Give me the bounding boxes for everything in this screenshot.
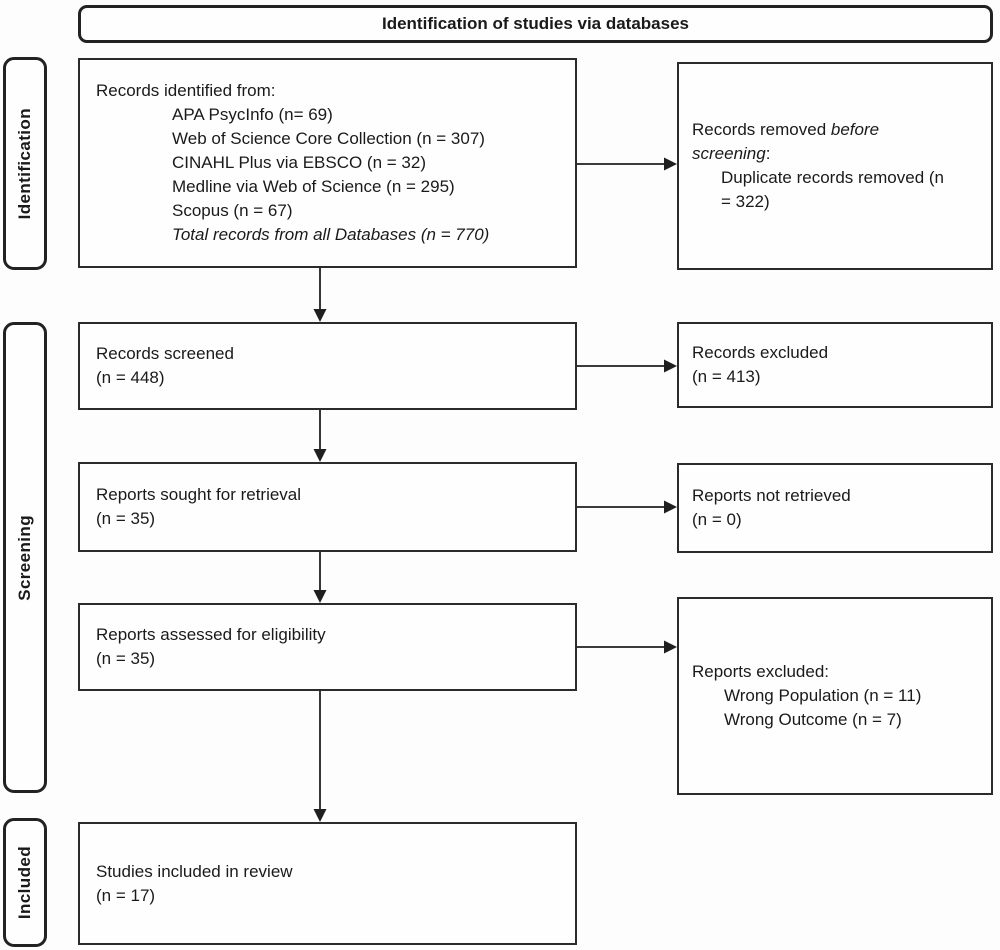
arrowhead-identified-to-removed: [664, 157, 677, 171]
diagram-header: Identification of studies via databases: [78, 5, 993, 43]
reports-excluded-heading: Reports excluded:: [692, 662, 830, 681]
database-item: Medline via Web of Science (n = 295): [172, 177, 455, 196]
reports-assessed-count: (n = 35): [96, 649, 156, 668]
reports-not-retrieved-label: Reports not retrieved: [692, 486, 851, 505]
studies-included-label: Studies included in review: [96, 861, 293, 881]
box-records-screened: Records screened (n = 448): [78, 322, 577, 410]
arrowhead-sought-to-notretrieved: [664, 500, 677, 514]
database-item: Web of Science Core Collection (n = 307): [172, 129, 485, 148]
box-reports-assessed: Reports assessed for eligibility (n = 35…: [78, 603, 577, 691]
arrowhead-identified-to-screened: [313, 309, 327, 322]
records-removed-italic-text: before screening: [692, 120, 880, 163]
stage-label-screening: Screening: [3, 322, 47, 793]
records-excluded-count: (n = 413): [692, 367, 761, 386]
exclusion-reason-item: Wrong Outcome (n = 7): [724, 710, 902, 729]
arrowhead-assessed-to-reportsexcluded: [664, 640, 677, 654]
studies-included-count: (n = 17): [96, 885, 156, 905]
database-item: APA PsycInfo (n= 69): [172, 105, 333, 124]
records-screened-label: Records screened: [96, 344, 234, 363]
database-item: Scopus (n = 67): [172, 201, 293, 220]
arrowhead-screened-to-sought: [313, 449, 327, 462]
records-excluded-label: Records excluded: [692, 343, 829, 362]
database-item: CINAHL Plus via EBSCO (n = 32): [172, 153, 426, 172]
records-screened-count: (n = 448): [96, 368, 165, 387]
duplicate-records-item: Duplicate records removed (n = 322): [721, 168, 944, 211]
box-records-identified: Records identified from: APA PsycInfo (n…: [78, 58, 577, 268]
box-records-removed: Records removed before screening: Duplic…: [677, 62, 993, 270]
arrowhead-sought-to-assessed: [313, 590, 327, 603]
records-removed-colon: :: [765, 144, 771, 163]
reports-sought-label: Reports sought for retrieval: [96, 485, 302, 504]
records-removed-text: Records removed: [692, 120, 831, 139]
box-studies-included: Studies included in review (n = 17): [78, 822, 577, 945]
box-reports-sought: Reports sought for retrieval (n = 35): [78, 462, 577, 552]
records-removed-heading: Records removed before screening:: [692, 118, 929, 166]
exclusion-reason-item: Wrong Population (n = 11): [724, 686, 922, 705]
stage-included-text: Included: [15, 845, 34, 920]
reports-assessed-label: Reports assessed for eligibility: [96, 625, 326, 644]
database-total: Total records from all Databases (n = 77…: [172, 225, 490, 244]
arrowhead-screened-to-excluded: [664, 359, 677, 373]
stage-identification-text: Identification: [15, 107, 34, 220]
stage-label-included: Included: [3, 818, 47, 947]
diagram-title: Identification of studies via databases: [381, 14, 690, 33]
records-identified-intro: Records identified from:: [96, 81, 276, 100]
box-records-excluded: Records excluded (n = 413): [677, 322, 993, 408]
reports-sought-count: (n = 35): [96, 509, 156, 528]
stage-label-identification: Identification: [3, 57, 47, 270]
reports-not-retrieved-count: (n = 0): [692, 510, 742, 529]
stage-screening-text: Screening: [15, 514, 34, 601]
box-reports-excluded: Reports excluded: Wrong Population (n = …: [677, 597, 993, 795]
arrowhead-assessed-to-included: [313, 809, 327, 822]
box-reports-not-retrieved: Reports not retrieved (n = 0): [677, 463, 993, 553]
